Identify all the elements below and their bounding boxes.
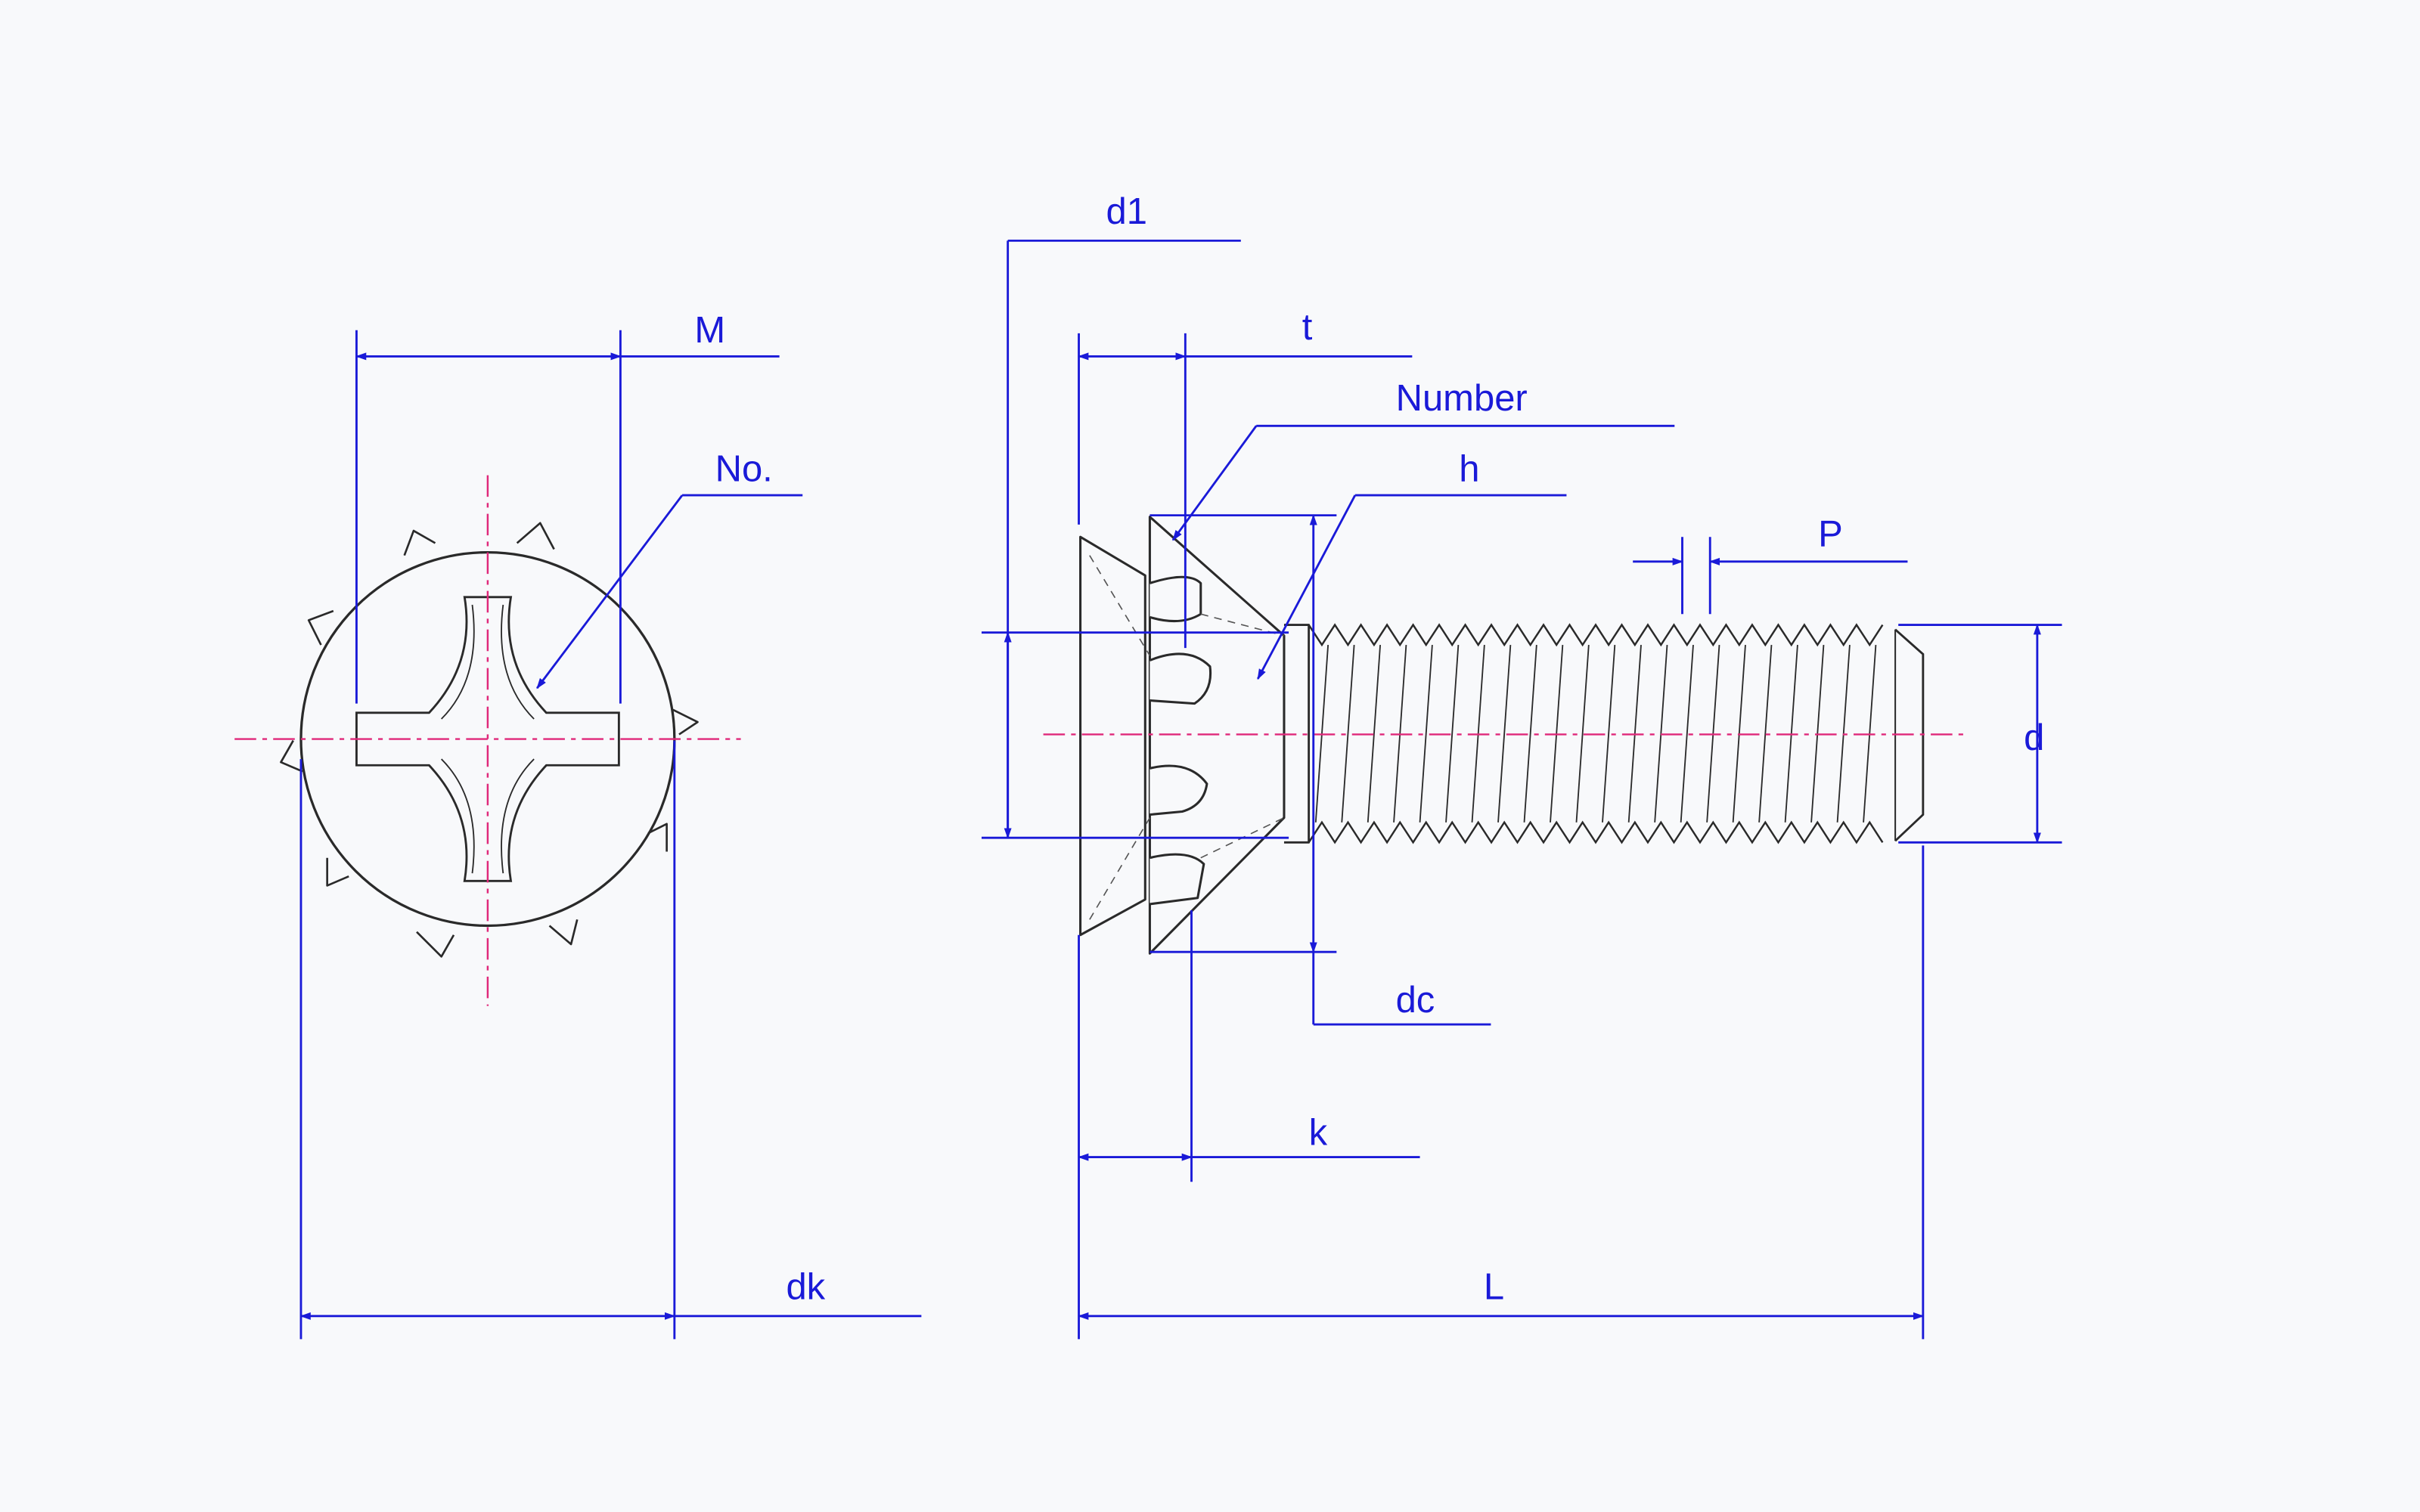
thread-flank <box>1523 644 1537 823</box>
phillips-recess-icon <box>355 596 620 882</box>
thread-flank <box>1419 644 1433 823</box>
label-No: No. <box>715 449 773 490</box>
label-h: h <box>1459 449 1479 490</box>
thread-flank <box>1575 644 1590 823</box>
thread-flank <box>1497 644 1512 823</box>
serration-teeth <box>280 522 699 958</box>
front-view <box>234 475 741 1006</box>
thread-profile <box>1308 623 1884 647</box>
thread-flank <box>1341 644 1355 823</box>
label-L: L <box>1484 1266 1504 1307</box>
front-centerlines <box>234 475 741 1006</box>
label-M: M <box>694 310 725 351</box>
label-Number: Number <box>1396 378 1528 419</box>
label-k: k <box>1309 1112 1328 1153</box>
thread-profile <box>1308 820 1884 844</box>
thread-flank <box>1367 644 1382 823</box>
label-dc: dc <box>1396 980 1435 1021</box>
dimension-labels: M No. dk d1 t Number h P d dc k L <box>694 191 2044 1307</box>
side-view <box>1043 516 1963 955</box>
label-d: d <box>2024 717 2044 758</box>
label-P: P <box>1818 513 1843 554</box>
label-d1: d1 <box>1106 191 1147 232</box>
thread-flank <box>1758 644 1773 823</box>
label-dk: dk <box>786 1266 825 1307</box>
thread-flank <box>1680 644 1694 823</box>
label-t: t <box>1302 307 1313 348</box>
screw-head <box>1079 516 1286 955</box>
thread-flank <box>1602 644 1616 823</box>
thread-teeth <box>1308 623 1884 844</box>
dimension-lines <box>299 239 2062 1340</box>
thread-body <box>1283 624 1311 844</box>
thread-flank <box>1445 644 1460 823</box>
